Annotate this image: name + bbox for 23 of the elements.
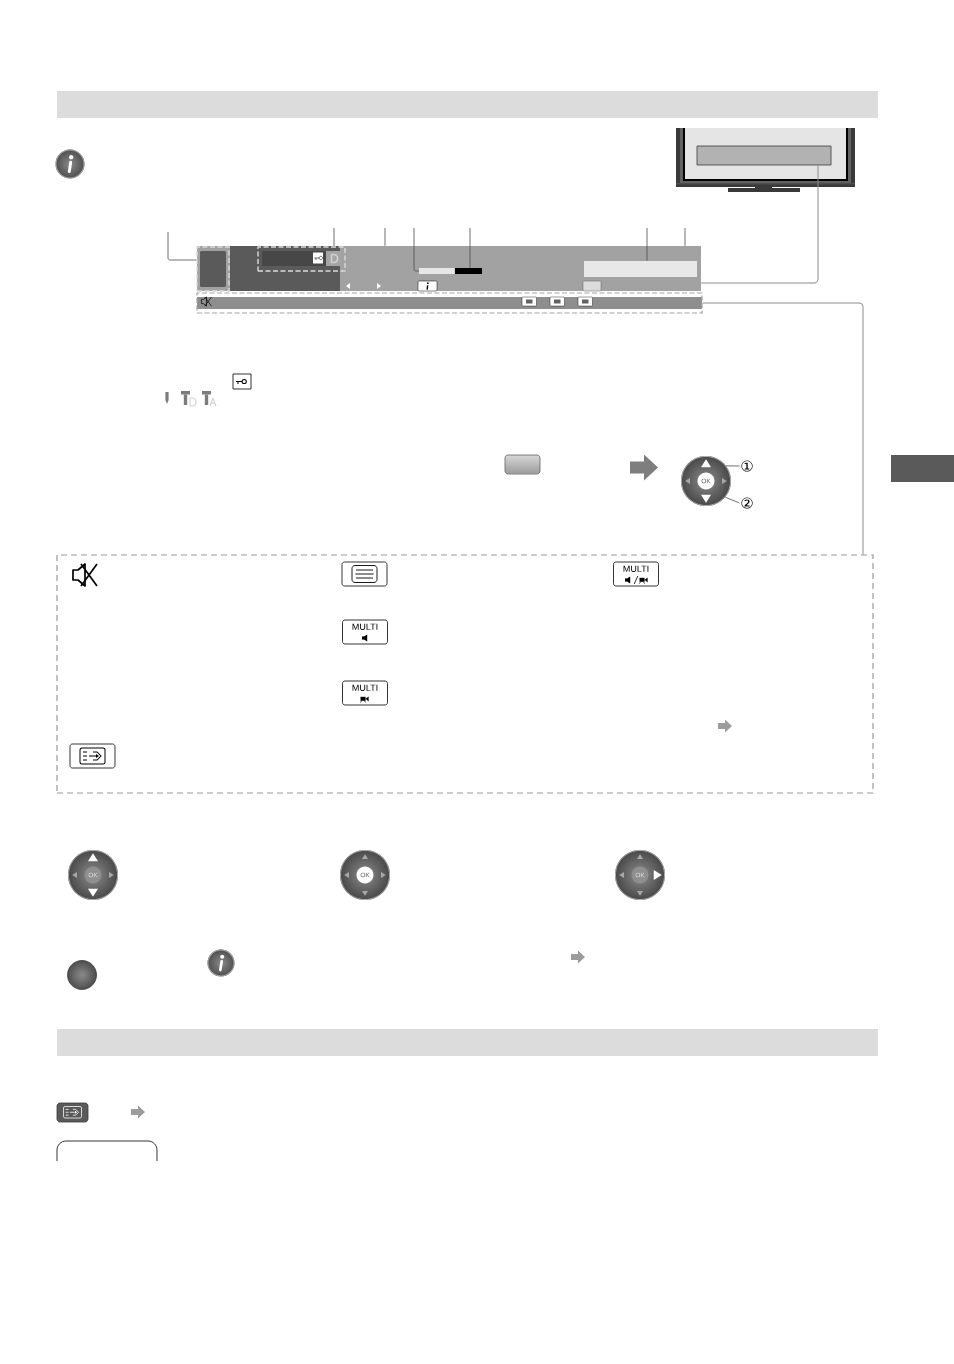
multi-button: MULTI bbox=[613, 561, 659, 587]
multi-button: MULTI bbox=[342, 680, 388, 706]
leader-line bbox=[724, 496, 740, 504]
leader-line bbox=[384, 227, 386, 247]
leader-line bbox=[684, 227, 686, 247]
light-field bbox=[584, 261, 697, 277]
callout-number: ① bbox=[741, 460, 753, 472]
leader-line bbox=[333, 227, 335, 247]
leader-line bbox=[413, 227, 420, 272]
progress-bar bbox=[419, 268, 482, 274]
connector-line bbox=[700, 164, 819, 284]
leader-line bbox=[646, 227, 648, 262]
leader-line bbox=[167, 231, 197, 261]
status-strip bbox=[196, 292, 703, 314]
connector-line bbox=[702, 302, 864, 555]
banner-box bbox=[696, 145, 832, 166]
multi-button: MULTI bbox=[342, 619, 388, 645]
leader-line bbox=[725, 465, 740, 467]
dashed-box bbox=[257, 246, 346, 272]
callout-number: ② bbox=[741, 497, 753, 509]
dashed-box bbox=[56, 554, 874, 794]
dashed-box bbox=[196, 246, 230, 292]
leader-line bbox=[469, 227, 471, 269]
